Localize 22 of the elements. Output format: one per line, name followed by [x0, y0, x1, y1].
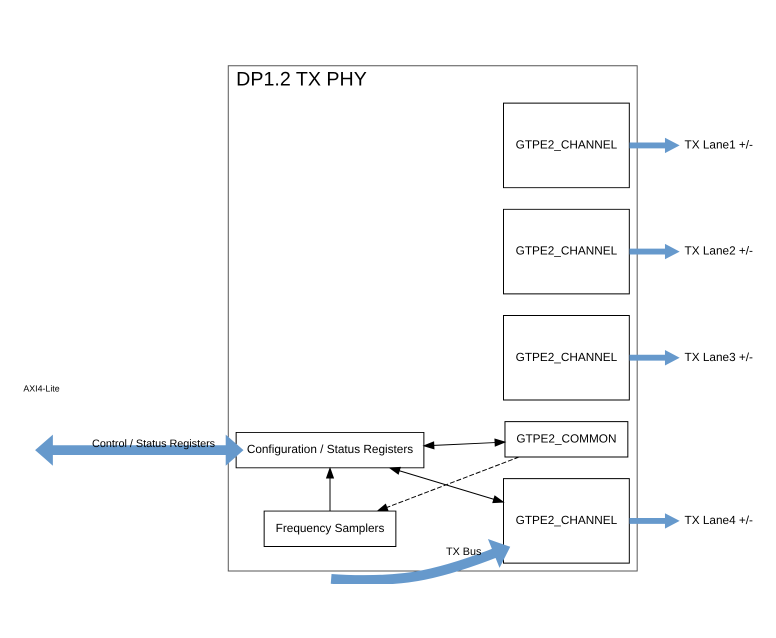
- arrow: [629, 138, 680, 154]
- node-text: TX Lane3 +/-: [684, 350, 753, 364]
- node-text: TX Lane2 +/-: [684, 244, 753, 258]
- node-box: Configuration / Status Registers: [236, 432, 424, 468]
- arrow: [629, 350, 680, 366]
- node-box: GTPE2_CHANNEL: [503, 478, 630, 564]
- arrow: [422, 438, 506, 450]
- node-text: TX Lane4 +/-: [684, 514, 753, 527]
- node-box: GTPE2_CHANNEL: [503, 314, 630, 400]
- node-box: GTPE2_CHANNEL: [503, 208, 630, 294]
- arrow: [629, 244, 680, 260]
- arrow: [388, 466, 505, 504]
- node-box: GTPE2_CHANNEL: [503, 102, 630, 188]
- label: AXI4-Lite: [23, 383, 60, 394]
- node-box: GTPE2_COMMON: [504, 421, 628, 458]
- node-box: Frequency Samplers: [264, 510, 396, 547]
- arrow: [376, 456, 520, 512]
- arrow: [629, 513, 680, 529]
- arrow: [326, 466, 334, 512]
- node-text: TX Lane1 +/-: [684, 138, 753, 152]
- edge-label: TX Bus: [446, 546, 482, 558]
- arrow: [330, 539, 510, 584]
